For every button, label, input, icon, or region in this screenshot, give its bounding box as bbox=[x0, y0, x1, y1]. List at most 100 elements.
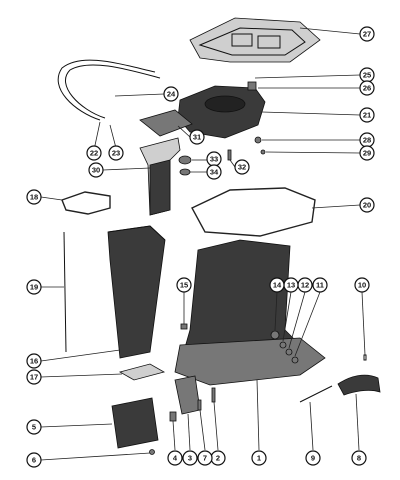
svg-text:5: 5 bbox=[32, 423, 36, 432]
svg-text:22: 22 bbox=[90, 149, 98, 158]
bracket-strap bbox=[337, 374, 381, 396]
bushing-34 bbox=[179, 168, 191, 176]
fitting-14 bbox=[270, 330, 280, 340]
svg-text:15: 15 bbox=[180, 281, 188, 290]
svg-text:6: 6 bbox=[32, 456, 36, 465]
svg-text:25: 25 bbox=[363, 71, 371, 80]
svg-text:7: 7 bbox=[203, 454, 207, 463]
pin-7 bbox=[197, 399, 202, 411]
svg-text:13: 13 bbox=[287, 281, 295, 290]
callout-16: 16 bbox=[26, 353, 42, 369]
callout-2: 2 bbox=[210, 450, 226, 466]
driveshaft-housing bbox=[174, 239, 326, 386]
exhaust-plate bbox=[177, 81, 266, 139]
callout-27: 27 bbox=[359, 26, 375, 42]
seal-17 bbox=[118, 363, 166, 381]
callout-31: 31 bbox=[189, 129, 205, 145]
fitting-11 bbox=[291, 356, 299, 364]
nut-15 bbox=[180, 323, 188, 330]
bolt-9 bbox=[299, 385, 333, 403]
svg-text:32: 32 bbox=[238, 163, 246, 172]
screw-2 bbox=[211, 387, 216, 403]
gasket-18 bbox=[61, 191, 111, 215]
adapter bbox=[139, 109, 193, 137]
svg-text:10: 10 bbox=[358, 281, 366, 290]
svg-text:23: 23 bbox=[112, 149, 120, 158]
callout-23: 23 bbox=[108, 145, 124, 161]
callout-9: 9 bbox=[305, 450, 321, 466]
svg-text:21: 21 bbox=[363, 111, 371, 120]
callout-3: 3 bbox=[182, 450, 198, 466]
callout-21: 21 bbox=[359, 107, 375, 123]
svg-text:33: 33 bbox=[210, 155, 218, 164]
callout-18: 18 bbox=[26, 189, 42, 205]
callout-1: 1 bbox=[251, 450, 267, 466]
fitting-12 bbox=[285, 348, 293, 356]
callouts: 1 2 3 4 5 6 7 8 9 10 11 12 13 14 15 16 1… bbox=[26, 26, 375, 468]
adapter-plate-gasket bbox=[189, 17, 321, 63]
svg-text:9: 9 bbox=[311, 454, 315, 463]
svg-text:3: 3 bbox=[188, 454, 192, 463]
svg-text:16: 16 bbox=[30, 357, 38, 366]
hose-assembly bbox=[57, 59, 161, 121]
exhaust-tube bbox=[139, 137, 181, 216]
callout-4: 4 bbox=[167, 450, 183, 466]
callout-26: 26 bbox=[359, 80, 375, 96]
housing-cover bbox=[107, 225, 166, 359]
callout-8: 8 bbox=[351, 450, 367, 466]
bracket-3 bbox=[174, 375, 201, 415]
callout-10: 10 bbox=[354, 277, 370, 293]
callout-17: 17 bbox=[26, 369, 42, 385]
callout-34: 34 bbox=[206, 164, 222, 180]
callout-12: 12 bbox=[297, 277, 313, 293]
callout-13: 13 bbox=[283, 277, 299, 293]
callout-19: 19 bbox=[26, 279, 42, 295]
screw-29 bbox=[260, 149, 266, 155]
plate-5 bbox=[111, 397, 159, 449]
callout-11: 11 bbox=[312, 277, 328, 293]
svg-text:8: 8 bbox=[357, 454, 361, 463]
callout-33: 33 bbox=[206, 151, 222, 167]
svg-text:17: 17 bbox=[30, 373, 38, 382]
pin-32 bbox=[227, 149, 232, 161]
callout-30: 30 bbox=[88, 162, 104, 178]
svg-text:1: 1 bbox=[257, 454, 261, 463]
svg-text:11: 11 bbox=[316, 281, 324, 290]
driveshaft bbox=[63, 231, 67, 353]
bushing-33 bbox=[178, 155, 192, 165]
svg-text:20: 20 bbox=[363, 201, 371, 210]
washer-28 bbox=[254, 136, 262, 144]
svg-text:12: 12 bbox=[301, 281, 309, 290]
svg-text:34: 34 bbox=[210, 168, 219, 177]
callout-5: 5 bbox=[26, 419, 42, 435]
callout-24: 24 bbox=[163, 86, 179, 102]
callout-7: 7 bbox=[197, 450, 213, 466]
svg-text:30: 30 bbox=[92, 166, 100, 175]
svg-text:27: 27 bbox=[363, 30, 371, 39]
housing-gasket bbox=[191, 187, 316, 237]
svg-text:18: 18 bbox=[30, 193, 38, 202]
callout-28: 28 bbox=[359, 132, 375, 148]
fitting-13 bbox=[279, 341, 287, 349]
washer-6 bbox=[149, 449, 155, 455]
svg-text:24: 24 bbox=[167, 90, 176, 99]
svg-text:26: 26 bbox=[363, 84, 371, 93]
svg-text:31: 31 bbox=[193, 133, 201, 142]
callout-6: 6 bbox=[26, 452, 42, 468]
svg-text:2: 2 bbox=[216, 454, 220, 463]
callout-15: 15 bbox=[176, 277, 192, 293]
callout-32: 32 bbox=[234, 159, 250, 175]
svg-text:19: 19 bbox=[30, 283, 38, 292]
svg-text:14: 14 bbox=[273, 281, 282, 290]
screw-4 bbox=[169, 411, 177, 422]
callout-14: 14 bbox=[269, 277, 285, 293]
svg-text:29: 29 bbox=[363, 149, 371, 158]
svg-text:28: 28 bbox=[363, 136, 371, 145]
callout-25: 25 bbox=[359, 67, 375, 83]
leader-lines bbox=[40, 27, 366, 461]
callout-22: 22 bbox=[86, 145, 102, 161]
svg-text:4: 4 bbox=[173, 454, 178, 463]
clip-10 bbox=[363, 354, 367, 361]
callout-29: 29 bbox=[359, 145, 375, 161]
